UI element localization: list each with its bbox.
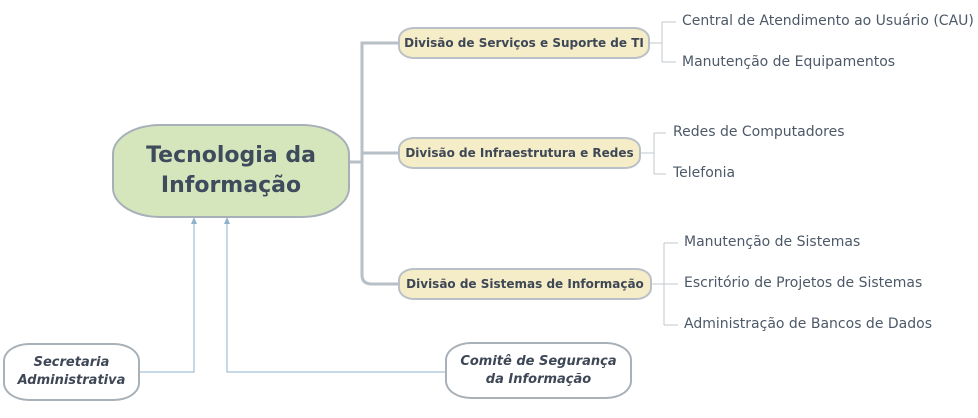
root-node[interactable]: Tecnologia da Informação [112,124,350,218]
division-1-bracket [650,21,676,63]
secretaria-arrowhead [191,217,197,224]
leaf-item[interactable]: Redes de Computadores [673,124,845,140]
leaf-item[interactable]: Central de Atendimento ao Usuário (CAU) [682,13,974,29]
leaf-item[interactable]: Manutenção de Sistemas [684,234,861,250]
leaf-item[interactable]: Escritório de Projetos de Sistemas [684,275,923,291]
secretaria-node[interactable]: Secretaria Administrativa [3,343,140,401]
secretaria-line1: Secretaria [33,355,110,370]
division-2-bracket [641,132,666,175]
division-label: Divisão de Serviços e Suporte de TI [404,36,644,50]
division-node-servicos[interactable]: Divisão de Serviços e Suporte de TI [398,27,650,59]
comite-node[interactable]: Comitê de Segurança da Informação [445,342,632,399]
division-3-bracket [652,242,678,326]
comite-arrowhead [224,217,230,224]
root-title-line1: Tecnologia da [146,143,316,168]
division-node-sistemas[interactable]: Divisão de Sistemas de Informação [398,268,652,300]
division-label: Divisão de Infraestrutura e Redes [405,146,634,160]
leaf-item[interactable]: Telefonia [673,165,736,181]
secretaria-arrow-line [140,222,195,373]
division-node-infraestrutura[interactable]: Divisão de Infraestrutura e Redes [398,137,641,169]
comite-line1: Comitê de Segurança [460,353,617,369]
leaf-item[interactable]: Manutenção de Equipamentos [682,54,896,70]
comite-line2: da Informação [485,371,592,387]
comite-arrow-line [226,222,445,373]
division-label: Divisão de Sistemas de Informação [406,277,644,291]
secretaria-line2: Administrativa [17,373,126,388]
root-title-line2: Informação [160,173,302,198]
leaf-item[interactable]: Administração de Bancos de Dados [684,316,932,332]
trunk-connector [350,41,400,286]
